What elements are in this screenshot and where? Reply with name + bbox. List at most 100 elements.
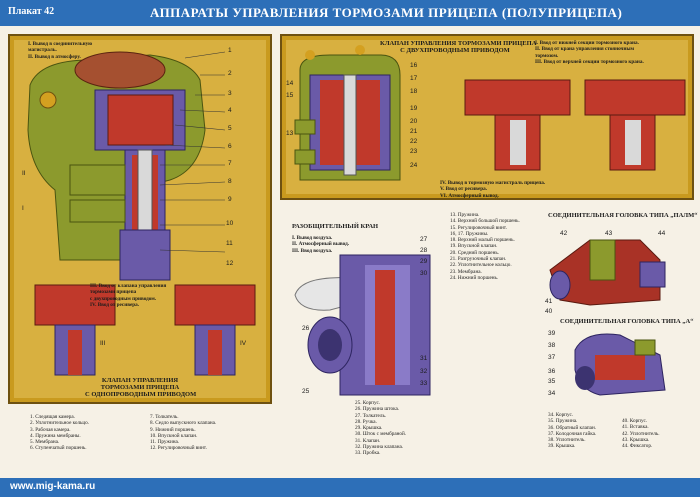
two-line-valve-section-b bbox=[584, 79, 686, 171]
note: II. Вывод в атмосферу. bbox=[28, 53, 81, 60]
note: IV. Вывод в тормозную магистраль прицепа… bbox=[440, 180, 546, 186]
callout: 35 bbox=[548, 378, 556, 385]
callout: 5 bbox=[228, 125, 232, 132]
callout: 42 bbox=[560, 230, 568, 237]
callout: 16 bbox=[410, 62, 418, 69]
caption-line: С ДВУХПРОВОДНЫМ ПРИВОДОМ bbox=[400, 47, 510, 54]
single-line-valve-section-a bbox=[34, 284, 116, 376]
callout: 4 bbox=[228, 107, 232, 114]
callout: 30 bbox=[420, 270, 428, 277]
single-line-valve-section-b bbox=[174, 284, 256, 376]
port-label: IV bbox=[240, 340, 247, 347]
callout: 22 bbox=[410, 138, 418, 145]
left-notes-mid: III. Ввод от клапана управления тормозам… bbox=[90, 283, 166, 308]
note: V. Ввод от ресивера. bbox=[440, 186, 488, 193]
poster-title: АППАРАТЫ УПРАВЛЕНИЯ ТОРМОЗАМИ ПРИЦЕПА (П… bbox=[150, 5, 623, 20]
callout: 44 bbox=[658, 230, 666, 237]
note: IV. Ввод от ресивера. bbox=[90, 301, 140, 308]
caption-line: КЛАПАН УПРАВЛЕНИЯ ТОРМОЗАМИ ПРИЦЕПА bbox=[380, 40, 537, 47]
valve-notes: I. Вывод воздуха. II. Атмосферный вывод.… bbox=[292, 235, 349, 254]
legend-item: 23. Мембрана. bbox=[450, 268, 482, 275]
callout: 29 bbox=[420, 258, 428, 265]
legend-34-39: 34. Корпус. 35. Пружина. 36. Обратный кл… bbox=[548, 412, 596, 450]
legend-item: 15. Регулировочный винт. bbox=[450, 224, 507, 231]
callout: 11 bbox=[226, 240, 233, 247]
port-label: II bbox=[22, 170, 26, 177]
note: с двухпроводным приводом. bbox=[90, 295, 157, 302]
legend-item: 8. Седло выпускного клапана. bbox=[150, 420, 217, 427]
legend-item: 36. Обратный клапан. bbox=[548, 424, 597, 431]
legend-item: 4. Пружина мембраны. bbox=[30, 432, 81, 439]
note: тормозами прицепа bbox=[90, 289, 137, 296]
callout: 6 bbox=[228, 143, 232, 150]
two-line-valve-drawing bbox=[294, 45, 401, 181]
note: II. Ввод от крана управления стояночным bbox=[535, 46, 635, 53]
callout: 26 bbox=[302, 325, 310, 332]
callout: 39 bbox=[548, 330, 556, 337]
disconnect-valve-drawing bbox=[294, 254, 431, 396]
header-bar: Плакат 42 АППАРАТЫ УПРАВЛЕНИЯ ТОРМОЗАМИ … bbox=[0, 0, 700, 26]
legend-1-6: 1. Следящая камера. 2. Уплотнительное ко… bbox=[30, 414, 89, 452]
callout: 3 bbox=[228, 90, 232, 97]
legend-item: 9. Нижний поршень. bbox=[150, 426, 196, 433]
callout: 28 bbox=[420, 247, 428, 254]
callout: 25 bbox=[302, 388, 310, 395]
callout: 7 bbox=[228, 160, 232, 167]
legend-item: 2. Уплотнительное кольцо. bbox=[30, 420, 90, 427]
legend-item: 24. Нижний поршень. bbox=[450, 274, 499, 281]
callout: 33 bbox=[420, 380, 428, 387]
left-caption: КЛАПАН УПРАВЛЕНИЯ ТОРМОЗАМИ ПРИЦЕПА С ОД… bbox=[85, 377, 197, 398]
legend-40-44: 40. Корпус. 41. Вставка. 42. Уплотнитель… bbox=[622, 418, 660, 449]
legend-item: 20. Средний поршень. bbox=[450, 249, 500, 256]
note: VI. Атмосферный вывод. bbox=[440, 192, 499, 199]
callout: 40 bbox=[545, 308, 553, 315]
note: I. Вывод в соединительную bbox=[28, 41, 93, 47]
legend-25-33: 25. Корпус. 26. Пружина штока. 27. Толка… bbox=[355, 400, 406, 457]
legend-item: 30. Шток с мембраной. bbox=[355, 431, 407, 438]
note: III. Ввод от верхней секции тормозного к… bbox=[535, 58, 644, 65]
a-type-caption: СОЕДИНИТЕЛЬНАЯ ГОЛОВКА ТИПА „А“ bbox=[560, 318, 694, 325]
legend-item: 38. Уплотнитель. bbox=[548, 437, 586, 444]
legend-item: 27. Толкатель. bbox=[355, 412, 387, 419]
caption-line: С ОДНОПРОВОДНЫМ ПРИВОДОМ bbox=[85, 391, 197, 398]
legend-item: 22. Уплотнительное кольцо. bbox=[450, 262, 512, 269]
note: III. Ввод воздуха. bbox=[292, 247, 333, 254]
footer-site-link[interactable]: www.mig-kama.ru bbox=[10, 481, 96, 492]
callout: 43 bbox=[605, 230, 613, 237]
footer-bar: www.mig-kama.ru bbox=[0, 478, 700, 497]
legend-item: 40. Корпус. bbox=[622, 418, 648, 424]
callout: 9 bbox=[228, 196, 232, 203]
callout: 2 bbox=[228, 70, 232, 77]
legend-item: 5. Мембрана. bbox=[30, 439, 60, 446]
callout: 36 bbox=[548, 368, 556, 375]
single-line-valve-drawing bbox=[27, 51, 226, 281]
callout: 13 bbox=[286, 130, 294, 137]
legend-item: 42. Уплотнитель. bbox=[622, 430, 660, 437]
right-notes-bottom: IV. Вывод в тормозную магистраль прицепа… bbox=[440, 180, 545, 199]
legend-item: 14. Верхний большой поршень. bbox=[450, 218, 520, 225]
legend-item: 29. Крышка. bbox=[355, 425, 383, 432]
note: тормозом. bbox=[535, 52, 559, 59]
legend-7-12: 7. Толкатель. 8. Седло выпускного клапан… bbox=[150, 414, 216, 452]
callout: 37 bbox=[548, 354, 556, 361]
callout: 27 bbox=[420, 236, 428, 243]
legend-item: 13. Пружина. bbox=[450, 212, 480, 218]
right-notes-top: I. Ввод от нижней секции тормозного кран… bbox=[535, 40, 644, 65]
note: III. Ввод от клапана управления bbox=[90, 283, 167, 289]
callout: 17 bbox=[410, 75, 418, 82]
callout: 1 bbox=[228, 47, 232, 54]
valve-caption: РАЗОБЩИТЕЛЬНЫЙ КРАН bbox=[292, 223, 379, 230]
callout: 20 bbox=[410, 118, 418, 125]
legend-item: 12. Регулировочный винт. bbox=[150, 445, 207, 452]
callout: 24 bbox=[410, 162, 418, 169]
legend-item: 18. Верхний малый поршень. bbox=[450, 237, 515, 244]
legend-item: 25. Корпус. bbox=[355, 400, 381, 406]
left-notes-top: I. Вывод в соединительную магистраль. II… bbox=[28, 41, 92, 60]
legend-item: 21. Разгрузочный клапан. bbox=[450, 256, 507, 263]
callout: 21 bbox=[410, 128, 418, 135]
legend-item: 3. Рабочая камера. bbox=[30, 426, 71, 433]
legend-item: 16, 17. Пружины. bbox=[450, 230, 489, 237]
palm-coupling-drawing bbox=[549, 239, 666, 306]
